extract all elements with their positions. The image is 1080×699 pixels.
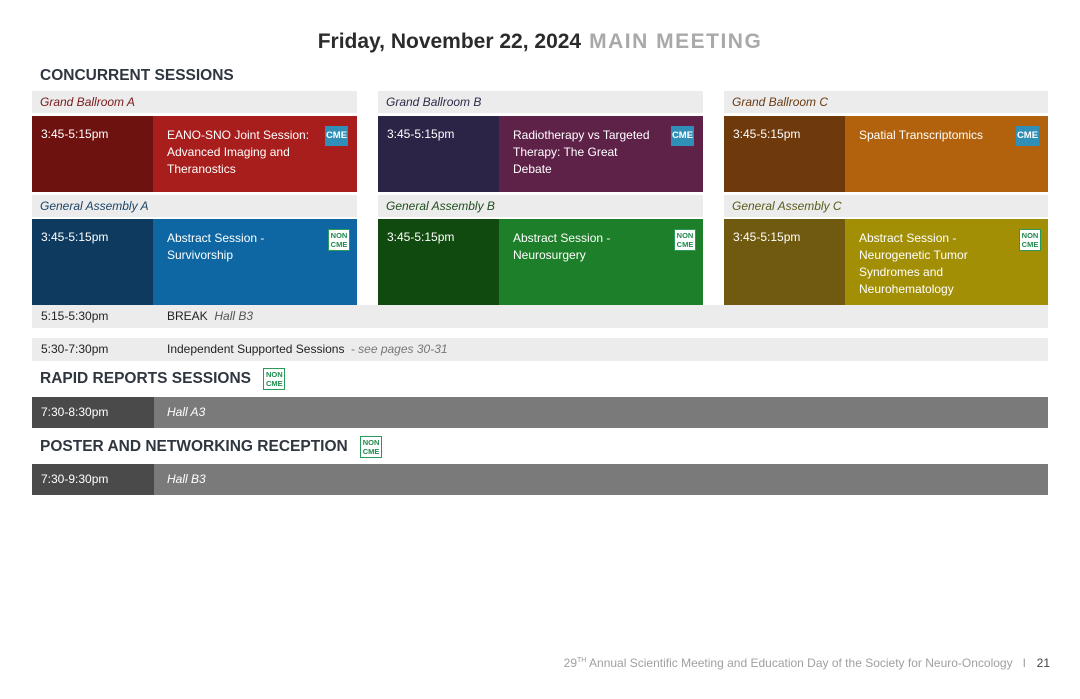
page-number: 21 — [1036, 656, 1050, 670]
room-label-general-assembly-a: General Assembly A — [32, 195, 357, 217]
session-time: 3:45-5:15pm — [378, 116, 499, 192]
poster-reception-row: 7:30-9:30pm Hall B3 — [32, 464, 1048, 495]
independent-time: 5:30-7:30pm — [41, 342, 109, 356]
session-title-cell: Radiotherapy vs Targeted Therapy: The Gr… — [499, 116, 703, 192]
session-block[interactable]: 3:45-5:15pm Abstract Session - Neurosurg… — [378, 219, 703, 305]
rapid-reports-time: 7:30-8:30pm — [32, 397, 154, 428]
column-grand-ballroom-a: Grand Ballroom A 3:45-5:15pm EANO-SNO Jo… — [32, 91, 357, 305]
session-title: Radiotherapy vs Targeted Therapy: The Gr… — [513, 128, 650, 176]
session-block[interactable]: 3:45-5:15pm Spatial Transcriptomics CME — [724, 116, 1048, 192]
page-title-date: Friday, November 22, 2024 — [317, 30, 582, 53]
page-reference: - see pages 30-31 — [350, 342, 448, 356]
session-title: EANO-SNO Joint Session: Advanced Imaging… — [167, 128, 310, 176]
session-time: 3:45-5:15pm — [724, 219, 845, 305]
session-title: Abstract Session - Survivorship — [167, 231, 265, 262]
session-time: 3:45-5:15pm — [724, 116, 845, 192]
session-block[interactable]: 3:45-5:15pm Abstract Session - Survivors… — [32, 219, 357, 305]
session-title: Abstract Session - Neurogenetic Tumor Sy… — [859, 231, 968, 296]
cme-badge-icon: CME — [1016, 126, 1039, 146]
session-time: 3:45-5:15pm — [32, 116, 153, 192]
independent-sessions-row: 5:30-7:30pm Independent Supported Sessio… — [32, 338, 1048, 361]
session-block[interactable]: 3:45-5:15pm EANO-SNO Joint Session: Adva… — [32, 116, 357, 192]
session-title-cell: EANO-SNO Joint Session: Advanced Imaging… — [153, 116, 357, 192]
poster-reception-time: 7:30-9:30pm — [32, 464, 154, 495]
footer-ordinal-suffix: TH — [577, 657, 587, 664]
footer-ordinal: 29 — [563, 656, 578, 670]
poster-reception-heading-text: POSTER AND NETWORKING RECEPTION — [40, 438, 348, 456]
page-title: Friday, November 22, 2024 MAIN MEETING — [0, 30, 1080, 54]
footer-separator: I — [1022, 656, 1026, 670]
independent-description: Independent Supported Sessions - see pag… — [167, 338, 448, 361]
session-time: 3:45-5:15pm — [378, 219, 499, 305]
break-location: Hall B3 — [214, 309, 254, 323]
session-block[interactable]: 3:45-5:15pm Radiotherapy vs Targeted The… — [378, 116, 703, 192]
independent-label: Independent Supported Sessions — [167, 342, 345, 356]
break-description: BREAK Hall B3 — [167, 305, 253, 328]
column-grand-ballroom-c: Grand Ballroom C 3:45-5:15pm Spatial Tra… — [724, 91, 1048, 305]
room-label-general-assembly-b: General Assembly B — [378, 195, 703, 217]
page-footer: 29TH Annual Scientific Meeting and Educa… — [564, 656, 1050, 670]
rapid-reports-row: 7:30-8:30pm Hall A3 — [32, 397, 1048, 428]
page-subtitle: MAIN MEETING — [589, 30, 763, 53]
poster-reception-location: Hall B3 — [167, 472, 206, 486]
rapid-reports-location: Hall A3 — [167, 405, 206, 419]
session-block[interactable]: 3:45-5:15pm Abstract Session - Neurogene… — [724, 219, 1048, 305]
break-time: 5:15-5:30pm — [41, 309, 109, 323]
break-label: BREAK — [167, 309, 208, 323]
cme-badge-icon: CME — [325, 126, 348, 146]
room-label-grand-ballroom-b: Grand Ballroom B — [378, 91, 703, 113]
session-time: 3:45-5:15pm — [32, 219, 153, 305]
concurrent-sessions-heading: CONCURRENT SESSIONS — [40, 67, 234, 84]
session-title: Spatial Transcriptomics — [859, 128, 984, 142]
room-label-grand-ballroom-a: Grand Ballroom A — [32, 91, 357, 113]
session-title-cell: Abstract Session - Neurogenetic Tumor Sy… — [845, 219, 1048, 305]
room-label-grand-ballroom-c: Grand Ballroom C — [724, 91, 1048, 113]
column-grand-ballroom-b: Grand Ballroom B 3:45-5:15pm Radiotherap… — [378, 91, 703, 305]
session-title-cell: Spatial Transcriptomics CME — [845, 116, 1048, 192]
break-row: 5:15-5:30pm BREAK Hall B3 — [32, 305, 1048, 328]
session-title: Abstract Session - Neurosurgery — [513, 231, 611, 262]
rapid-reports-heading-text: RAPID REPORTS SESSIONS — [40, 370, 252, 388]
room-label-general-assembly-c: General Assembly C — [724, 195, 1048, 217]
footer-text: Annual Scientific Meeting and Education … — [589, 656, 1013, 670]
cme-badge-icon: CME — [671, 126, 694, 146]
